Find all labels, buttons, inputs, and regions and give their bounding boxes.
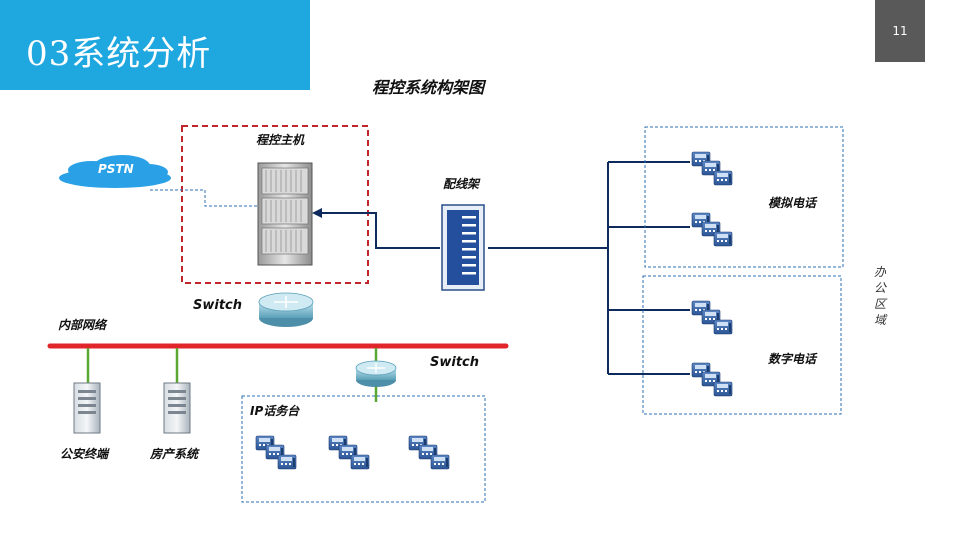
- office-area-char: 公: [873, 281, 886, 295]
- frame-to-pbx-line: [318, 212, 440, 249]
- distribution-frame-icon: [441, 204, 485, 291]
- analog-phone-label: 模拟电话: [768, 196, 817, 210]
- office-area-label: 办 公 区 域: [872, 264, 888, 328]
- title-bar: 03系统分析: [0, 0, 310, 90]
- digital-phone-label: 数字电话: [768, 352, 817, 366]
- switch-top-icon: [258, 292, 314, 327]
- office-area-char: 域: [873, 313, 886, 327]
- pbx-host-box: [181, 125, 369, 284]
- office-area-char: 区: [873, 297, 886, 311]
- switch-bottom-icon: [355, 360, 397, 387]
- green-links: [86, 348, 378, 402]
- digital-phone-group-1: [692, 301, 732, 334]
- property-system-label: 房产系统: [150, 447, 199, 461]
- pstn-cloud-icon: [59, 155, 171, 188]
- property-system-server-icon: [163, 382, 191, 434]
- trunk-lines: [488, 161, 690, 375]
- arrow-head: [312, 208, 322, 218]
- distribution-frame-label: 配线架: [443, 177, 480, 191]
- page-number-box: 11: [875, 0, 925, 62]
- pstn-link: [150, 189, 258, 207]
- diagram-title: 程控系统构架图: [372, 78, 485, 97]
- ip-phone-group-1: [256, 436, 296, 469]
- police-terminal-server-icon: [73, 382, 101, 434]
- switch-bottom-label: Switch: [430, 355, 480, 370]
- analog-phone-group-2: [692, 213, 732, 246]
- office-area-char: 办: [873, 265, 886, 279]
- police-terminal-label: 公安终端: [60, 447, 109, 461]
- ip-phone-group-2: [329, 436, 369, 469]
- switch-top-label: Switch: [193, 298, 243, 313]
- pstn-label: PSTN: [98, 162, 134, 176]
- analog-phone-group-1: [692, 152, 732, 185]
- page-number: 11: [892, 24, 908, 38]
- ip-phone-group-3: [409, 436, 449, 469]
- analog-phone-box: [644, 126, 844, 268]
- digital-phone-box: [642, 275, 842, 415]
- digital-phone-group-2: [692, 363, 732, 396]
- pbx-host-label: 程控主机: [256, 133, 305, 147]
- ip-console-box: [241, 395, 486, 503]
- pbx-rack-icon: [257, 162, 313, 266]
- ip-console-label: IP话务台: [250, 404, 300, 418]
- internal-network-label: 内部网络: [58, 318, 107, 332]
- section-title: 03系统分析: [26, 34, 212, 74]
